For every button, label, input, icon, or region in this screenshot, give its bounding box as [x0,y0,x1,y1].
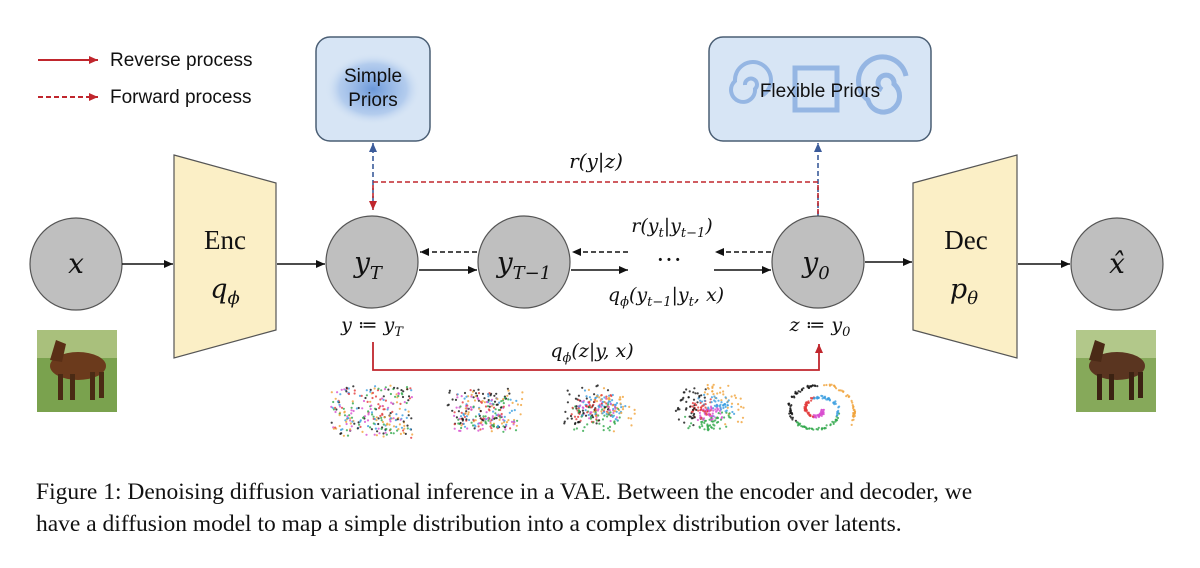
output-horse-image [1076,330,1156,412]
reverse-process-q-z-path [372,342,823,371]
legend: Reverse process Forward process [38,50,253,108]
legend-reverse-label: Reverse process [110,50,253,71]
node-xhat: x̂ [1070,217,1164,311]
decoder-block: Dec pθ [912,154,1018,359]
flexible-priors-box: Flexible Priors [708,36,932,142]
svg-text:y0: y0 [800,246,829,284]
y-definition-label: y ≔ yT [340,314,404,340]
latent-scatter-1 [330,384,414,439]
swirl-shape-icon [856,54,909,115]
gaussian-cloud-icon [325,53,421,125]
figure-caption: Figure 1: Denoising diffusion variationa… [36,476,1176,540]
encoder-q-label: qϕ [210,274,240,309]
decoder-p-label: pθ [950,274,978,309]
caption-line2: have a diffusion model to map a simple d… [36,511,902,537]
node-yT: yT [325,215,419,309]
simple-priors-box: Simple Priors [315,36,431,142]
svg-text:yT: yT [352,246,384,284]
simple-priors-label-line2: Priors [348,90,398,111]
svg-text:x̂: x̂ [1109,247,1125,280]
node-y0: y0 [771,215,865,309]
svg-text:yT−1: yT−1 [495,246,551,284]
svg-text:x: x [68,247,84,280]
r-step-label: r(yt|yt−1) [631,215,712,241]
encoder-block: Enc qϕ [173,154,277,359]
q-z-given-y-x-label: qϕ(z|y, x) [550,340,633,366]
simple-priors-label-line1: Simple [344,66,402,87]
caption-line1: Figure 1: Denoising diffusion variationa… [36,479,973,505]
decoder-label: Dec [944,225,987,255]
chain-ellipsis: ··· [656,245,682,274]
latent-scatter-4 [674,383,745,432]
latent-scatter-row [330,383,857,439]
latent-scatter-5 [787,383,857,431]
z-definition-label: z ≔ y0 [789,314,851,340]
input-horse-image [37,330,117,412]
q-step-label: qϕ(yt−1|yt, x) [608,284,724,310]
square-shape-icon [792,65,840,113]
latent-scatter-2 [446,387,524,433]
flexible-priors-label: Flexible Priors [760,81,880,102]
diagram-svg: Reverse process Forward process Simple P… [29,36,1164,439]
forward-process-r-yz-path [369,181,819,214]
node-x: x [29,217,123,311]
node-yT-minus-1: yT−1 [477,215,571,309]
encoder-label: Enc [204,225,246,255]
legend-forward-label: Forward process [110,87,252,108]
latent-scatter-3 [563,384,636,433]
spiral-shape-icon [729,60,773,104]
r-y-given-z-label: r(y|z) [569,149,623,174]
